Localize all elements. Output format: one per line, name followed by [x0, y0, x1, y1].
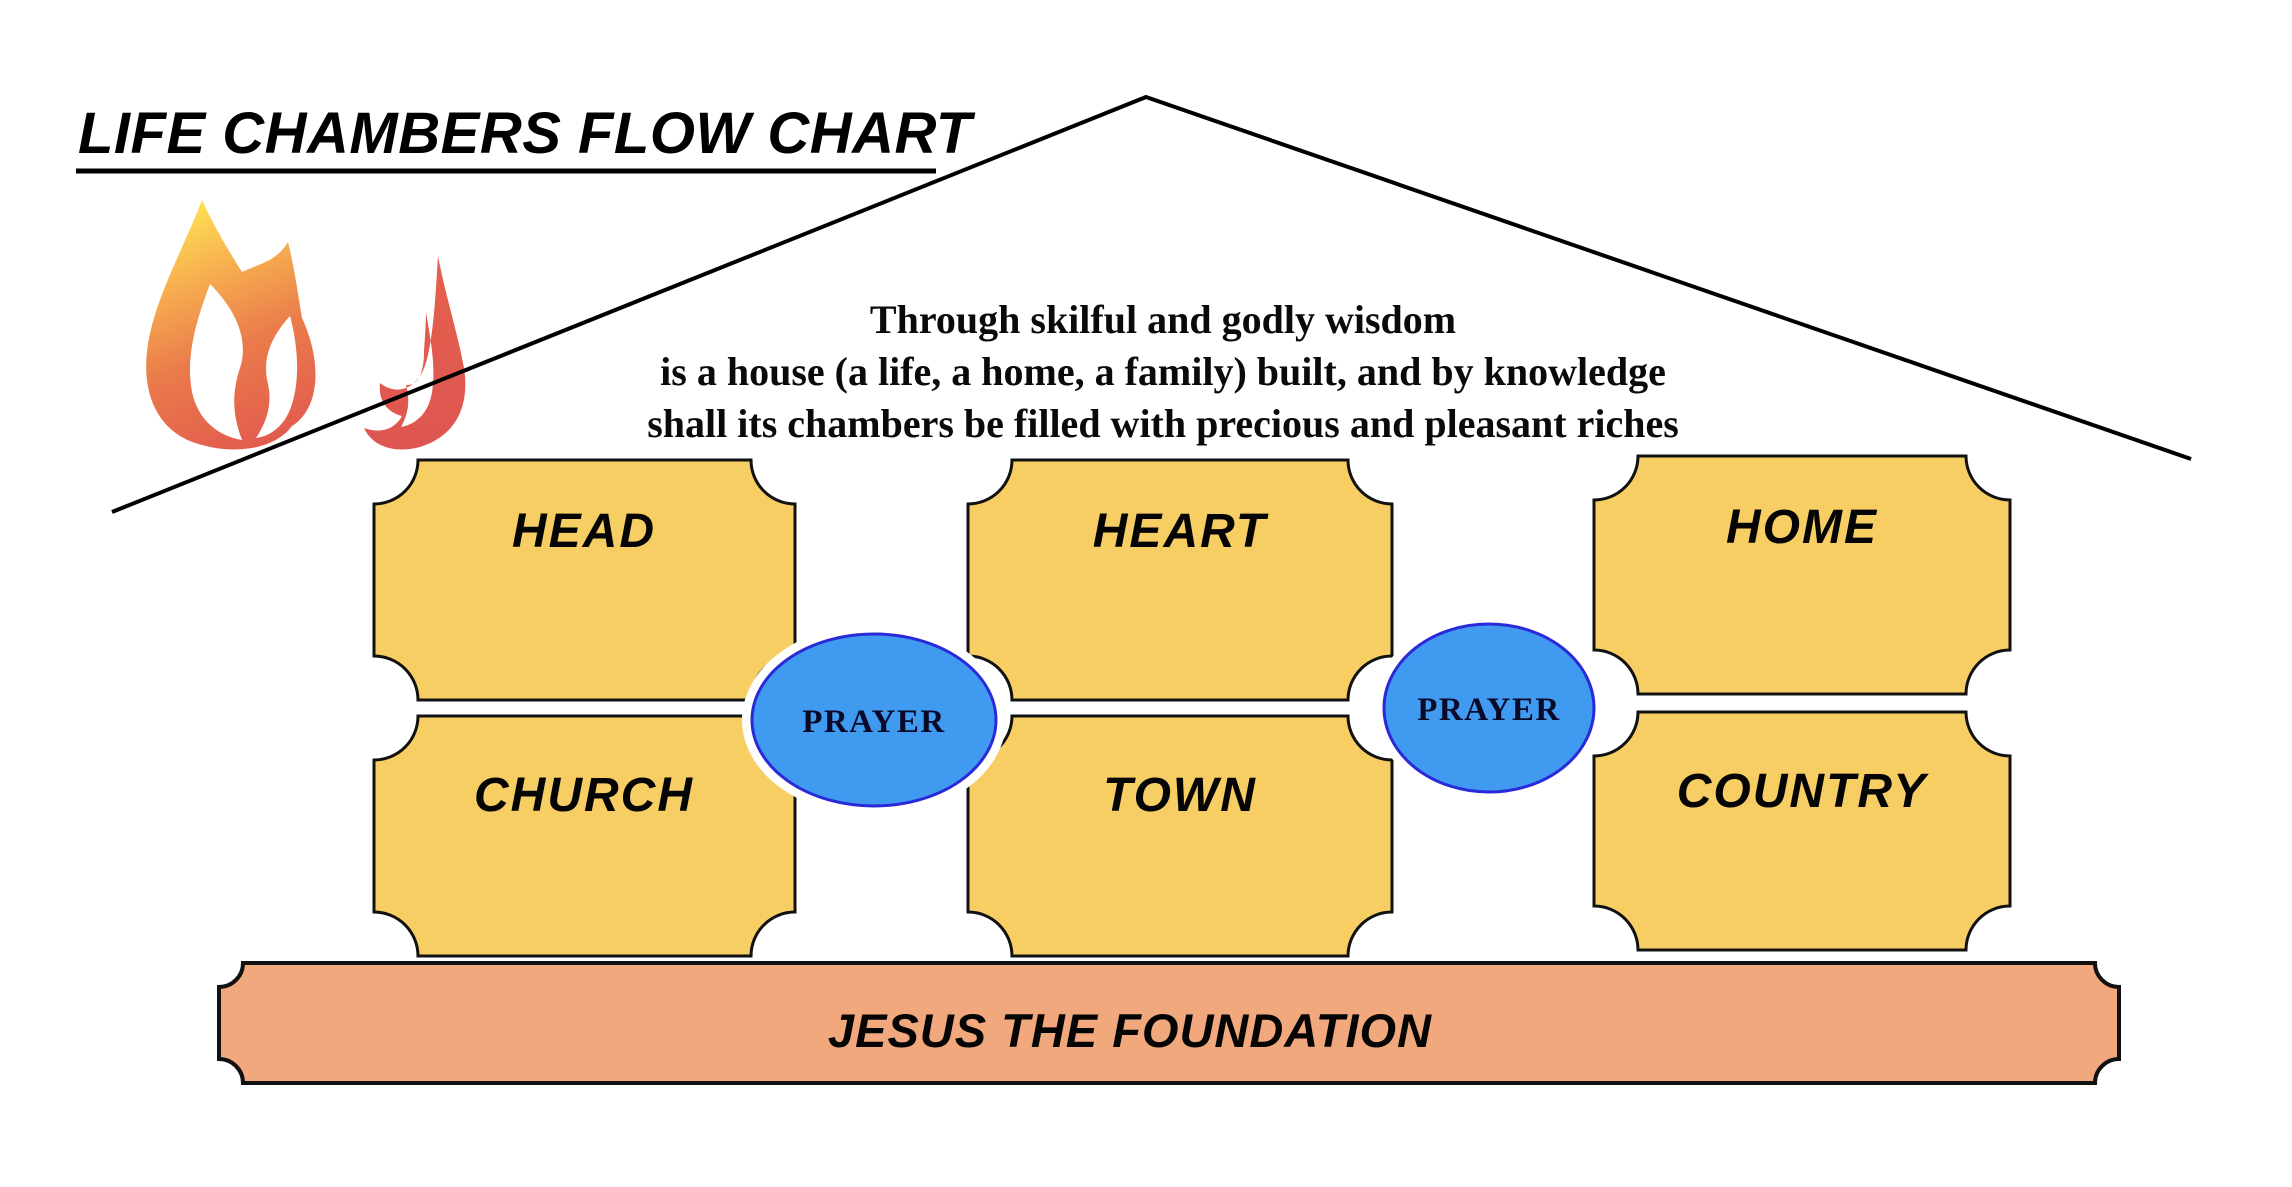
foundation-label: JESUS THE FOUNDATION — [828, 1004, 1432, 1057]
prayer-label-left: PRAYER — [802, 704, 945, 740]
chamber-label-heart: HEART — [1093, 505, 1269, 558]
chamber-label-home: HOME — [1726, 501, 1878, 554]
chamber-box-heart — [966, 458, 1394, 702]
prayer-oval-right — [1382, 622, 1596, 794]
chamber-box-head — [372, 458, 797, 702]
chamber-label-town: TOWN — [1103, 769, 1257, 822]
chamber-label-country: COUNTRY — [1677, 765, 1929, 818]
chamber-box-country — [1592, 710, 2012, 952]
wisdom-quote-line-3: shall its chambers be filled with precio… — [647, 401, 1679, 446]
foundation-bar — [217, 961, 2121, 1085]
wisdom-quote-line-1: Through skilful and godly wisdom — [870, 297, 1456, 342]
flame-icon — [146, 200, 466, 450]
flame-left-shape — [146, 200, 316, 450]
wisdom-quote-line-2: is a house (a life, a home, a family) bu… — [660, 349, 1666, 394]
prayer-oval-left — [750, 632, 998, 808]
roof-outline — [111, 94, 2192, 514]
prayer-label-right: PRAYER — [1417, 692, 1560, 728]
page-title: LIFE CHAMBERS FLOW CHART — [78, 101, 976, 166]
chamber-box-town — [966, 714, 1394, 958]
chamber-box-church — [372, 714, 797, 958]
flame-right-shape — [364, 256, 466, 450]
chamber-label-church: CHURCH — [474, 769, 694, 822]
chamber-box-home — [1592, 454, 2012, 696]
chamber-label-head: HEAD — [512, 505, 656, 558]
wisdom-quote: Through skilful and godly wisdom is a ho… — [647, 297, 1679, 446]
